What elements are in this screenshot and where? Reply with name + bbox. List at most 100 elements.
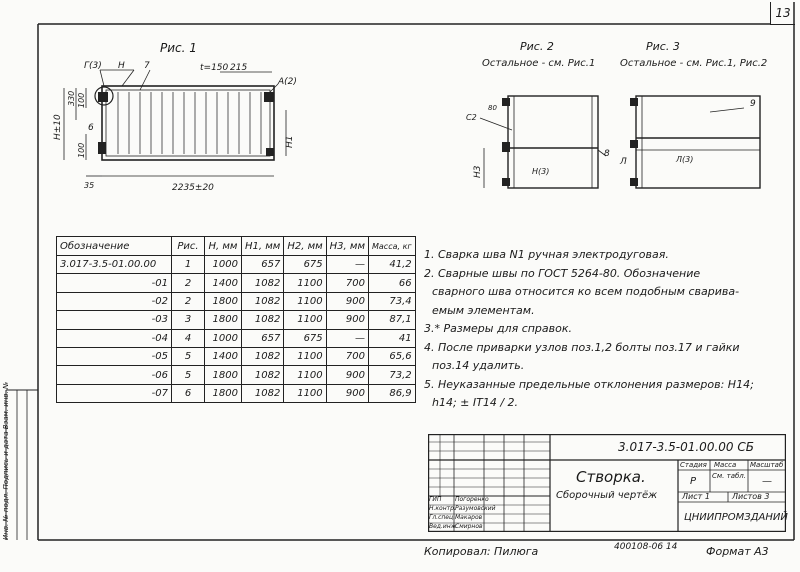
fig1-width: 2235±20 [172, 183, 214, 193]
fig3-l: Л [619, 157, 627, 167]
table-cell: 700 [325, 346, 369, 367]
table-cell: 1000 [204, 254, 242, 275]
fig3-l3: Л(3) [675, 155, 693, 164]
fig1-t150: t=150 [200, 63, 229, 73]
person-2: Разумовский [455, 505, 496, 512]
col-mass: Масса, кг [367, 236, 416, 256]
table-cell: -04 [56, 328, 172, 348]
sheet-number: Лист 1 [682, 492, 710, 501]
table-cell: 1800 [204, 383, 242, 404]
table-cell: 1 [171, 254, 205, 275]
figure-2-3: Рис. 2 Остальное - см. Рис.1 Рис. 3 Оста… [466, 40, 767, 189]
product-name: Створка. [576, 468, 646, 486]
table-cell: 3.017-3.5-01.00.00 [56, 254, 172, 275]
designation: 3.017-3.5-01.00.00 СБ [618, 440, 754, 454]
table-cell: 1100 [283, 365, 327, 385]
table-cell: 6 [171, 383, 205, 404]
scale-value: — [762, 476, 772, 487]
sheet-format: Формат А3 [706, 545, 769, 558]
stage-value: Р [690, 476, 697, 487]
table-cell: 1100 [283, 310, 327, 330]
organization: ЦНИИПРОМЗДАНИЙ [684, 512, 788, 523]
person-3: Макаров [455, 514, 483, 521]
table-cell: 86,9 [367, 383, 416, 404]
fig2-subtitle: Остальное - см. Рис.1 [482, 58, 595, 69]
fig2-80: 80 [488, 104, 497, 112]
title-block: 3.017-3.5-01.00.00 СБ Створка. Сборочный… [428, 434, 788, 532]
fig1-35: 35 [84, 181, 94, 190]
role-vedinzh: Вед.инж. [429, 523, 458, 530]
col-h3: Н3, мм [325, 236, 369, 256]
fig1-six: 6 [88, 123, 94, 133]
table-cell: 73,2 [367, 365, 416, 385]
fig2-title: Рис. 2 [520, 40, 554, 53]
table-cell: — [325, 254, 369, 275]
fig1-h1: Н1 [285, 136, 295, 149]
note-line: 4. После приварки узлов поз.1,2 болты по… [424, 340, 740, 354]
note-line: сварного шва относится ко всем подобным … [432, 285, 740, 298]
table-cell: 5 [171, 365, 205, 385]
table-cell: 1100 [283, 383, 327, 404]
fig3-nine: 9 [750, 99, 756, 109]
table-cell: 657 [240, 254, 285, 275]
scale-header: Масштаб [750, 461, 784, 469]
col-h: Н, мм [204, 236, 242, 256]
fig3-subtitle: Остальное - см. Рис.1, Рис.2 [620, 58, 767, 69]
table-cell: -05 [56, 346, 172, 367]
table-cell: 900 [325, 291, 369, 312]
table-cell: 1100 [283, 291, 327, 312]
note-line: 1. Сварка шва N1 ручная электродуговая. [424, 248, 669, 261]
table-cell: 73,4 [367, 291, 416, 312]
table-cell: 900 [325, 310, 369, 330]
col-designation: Обозначение [56, 236, 172, 256]
document-type: Сборочный чертёж [556, 490, 658, 501]
col-fig: Рис. [171, 236, 205, 256]
table-cell: 3 [171, 310, 205, 330]
table-cell: 1400 [204, 273, 242, 293]
table-cell: 1082 [240, 346, 285, 367]
table-cell: 900 [325, 365, 369, 385]
side-stamp: Инв. № подл. Подпись и дата Взам. инв. № [2, 381, 10, 540]
col-h2: Н2, мм [283, 236, 327, 256]
fig1-215: 215 [230, 63, 247, 73]
table-cell: 1000 [204, 328, 242, 348]
table-cell: 2 [171, 291, 205, 312]
role-nkontr: Н.контр. [429, 505, 456, 512]
table-cell: 900 [325, 383, 369, 404]
fig2-c2: С2 [466, 113, 477, 122]
table-cell: 657 [240, 328, 285, 348]
fig1-g3: Г(3) [84, 61, 102, 71]
fig3-title: Рис. 3 [646, 40, 680, 53]
fig1-100a: 100 [77, 93, 86, 108]
role-glspec: Гл.спец. [429, 514, 455, 521]
note-line: 5. Неуказанные предельные отклонения раз… [424, 377, 754, 391]
sheets-total: Листов 3 [732, 492, 770, 501]
table-cell: 1082 [240, 273, 285, 293]
table-cell: 1082 [240, 383, 285, 404]
table-cell: 1100 [283, 346, 327, 367]
note-line: 3.* Размеры для справок. [424, 322, 573, 335]
fig1-seven: 7 [144, 61, 150, 71]
table-cell: 1082 [240, 291, 285, 312]
table-cell: 1800 [204, 365, 242, 385]
table-cell: 65,6 [367, 346, 416, 367]
table-cell: -01 [56, 273, 172, 293]
table-cell: — [325, 328, 369, 348]
col-h1: Н1, мм [240, 236, 285, 256]
table-cell: -07 [56, 383, 172, 404]
table-cell: 2 [171, 273, 205, 293]
note-line: 2. Сварные швы по ГОСТ 5264-80. Обозначе… [424, 266, 701, 280]
table-cell: -03 [56, 310, 172, 330]
stage-header: Стадия [680, 461, 707, 469]
table-cell: 41 [367, 328, 416, 348]
page-number: 13 [770, 2, 795, 25]
role-gip: ГИП [429, 496, 442, 503]
table-cell: 1082 [240, 365, 285, 385]
person-4: Смирнов [455, 523, 483, 530]
